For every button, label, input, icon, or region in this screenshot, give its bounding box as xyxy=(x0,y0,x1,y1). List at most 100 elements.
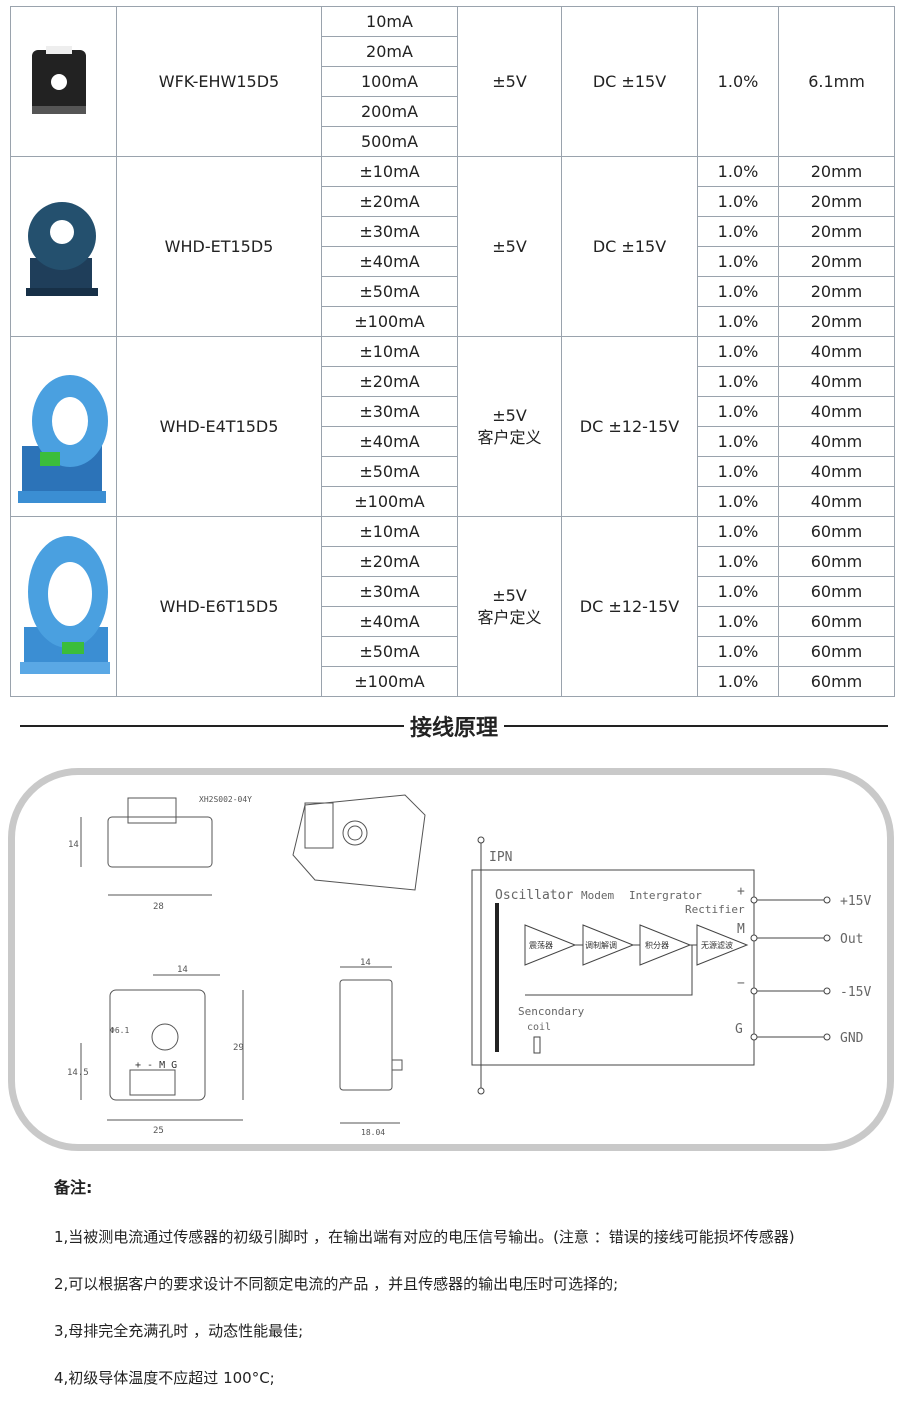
range-cell: ±50mA xyxy=(321,636,458,667)
aperture-cell: 40mm xyxy=(778,396,895,427)
dim: 14.5 xyxy=(67,1068,89,1078)
dim: 29 xyxy=(233,1043,244,1053)
output-note: 客户定义 xyxy=(477,427,542,447)
accuracy-cell: 1.0% xyxy=(697,456,779,487)
aperture-cell: 40mm xyxy=(778,366,895,397)
top-view-drawing: 14 29 14.5 25 Φ6.1 + - M G xyxy=(67,965,244,1136)
accuracy-cell: 1.0% xyxy=(697,516,779,547)
product-image-ehw xyxy=(32,46,86,114)
supply-cell: DC ±12-15V xyxy=(561,336,698,517)
label: Rectifier xyxy=(685,903,745,916)
table-row: ±100mA 1.0%20mm xyxy=(11,306,895,337)
range-cell: ±100mA xyxy=(321,306,458,337)
dim: 25 xyxy=(153,1126,164,1136)
aperture-cell: 20mm xyxy=(778,156,895,187)
range-cell: ±100mA xyxy=(321,486,458,517)
aperture-cell: 20mm xyxy=(778,276,895,307)
note-item: 1,当被测电流通过传感器的初级引脚时 ，在输出端有对应的电压信号输出。(注意 ：… xyxy=(54,1228,795,1246)
table-row: ±50mA 1.0%40mm xyxy=(11,456,895,487)
range-cell: 20mA xyxy=(321,36,458,67)
accuracy-cell: 1.0% xyxy=(697,636,779,667)
block: 无源滤波 xyxy=(701,940,733,950)
range-cell: ±50mA xyxy=(321,276,458,307)
output-note: 客户定义 xyxy=(477,607,542,627)
accuracy-cell: 1.0% xyxy=(697,486,779,517)
aperture-cell: 6.1mm xyxy=(778,6,895,157)
accuracy-cell: 1.0% xyxy=(697,666,779,697)
range-cell: ±40mA xyxy=(321,246,458,277)
dim: 18.04 xyxy=(361,1128,385,1137)
section-title: 接线原理 xyxy=(403,716,504,741)
connector-label: XH2S002-04Y xyxy=(199,795,252,804)
wiring-diagram-panel: 14 28 XH2S002-04Y 14 29 14.5 25 Φ6.1 + -… xyxy=(8,768,894,1151)
model-cell: WHD-E4T15D5 xyxy=(116,336,322,517)
table-row: 200mA xyxy=(11,96,895,127)
output-value: ±5V xyxy=(492,71,527,91)
accuracy-cell: 1.0% xyxy=(697,366,779,397)
accuracy-cell: 1.0% xyxy=(697,216,779,247)
notes: 备注: 1,当被测电流通过传感器的初级引脚时 ，在输出端有对应的电压信号输出。(… xyxy=(54,1174,795,1414)
supply-cell: DC ±15V xyxy=(561,156,698,337)
iso-view-drawing xyxy=(292,794,426,891)
note-item: 4,初级导体温度不应超过 100°C; xyxy=(54,1369,275,1387)
side-view-drawing: 14 18.04 xyxy=(339,958,403,1137)
range-cell: ±40mA xyxy=(321,606,458,637)
range-cell: ±10mA xyxy=(321,156,458,187)
aperture-cell: 60mm xyxy=(778,576,895,607)
model-cell: WFK-EHW15D5 xyxy=(116,6,322,157)
range-cell: ±20mA xyxy=(321,186,458,217)
product-image-e6t xyxy=(20,536,110,674)
block: 调制解调 xyxy=(585,940,617,950)
product-image-e4t xyxy=(18,375,108,503)
aperture-cell: 20mm xyxy=(778,306,895,337)
accuracy-cell: 1.0% xyxy=(697,306,779,337)
range-cell: 500mA xyxy=(321,126,458,157)
model-cell: WHD-E6T15D5 xyxy=(116,516,322,697)
ipn-label: IPN xyxy=(489,850,512,865)
block: 震荡器 xyxy=(529,940,553,950)
schematic: IPN Oscillator Modem Intergrator Rectifi… xyxy=(471,836,871,1095)
terminal: GND xyxy=(840,1031,864,1046)
terminal: -15V xyxy=(840,985,871,1000)
label: Modem xyxy=(581,889,614,902)
pin: M xyxy=(737,922,745,937)
supply-cell: DC ±15V xyxy=(561,6,698,157)
aperture-cell: 40mm xyxy=(778,456,895,487)
block: 积分器 xyxy=(645,940,669,950)
model-cell: WHD-ET15D5 xyxy=(116,156,322,337)
range-cell: 100mA xyxy=(321,66,458,97)
terminal: +15V xyxy=(840,894,871,909)
range-cell: ±10mA xyxy=(321,336,458,367)
range-cell: ±40mA xyxy=(321,426,458,457)
dim: 14 xyxy=(360,958,371,968)
section-heading: 接线原理 xyxy=(20,708,888,742)
notes-heading: 备注: xyxy=(54,1178,93,1197)
range-cell: ±50mA xyxy=(321,456,458,487)
range-cell: ±10mA xyxy=(321,516,458,547)
output-value: ±5V xyxy=(492,585,527,605)
pin: G xyxy=(735,1022,743,1037)
note-item: 3,母排完全充满孔时 ，动态性能最佳; xyxy=(54,1322,304,1340)
dim: Φ6.1 xyxy=(110,1026,129,1035)
aperture-cell: 20mm xyxy=(778,216,895,247)
output-cell: ±5V xyxy=(457,6,562,157)
accuracy-cell: 1.0% xyxy=(697,246,779,277)
output-value: ±5V xyxy=(492,236,527,256)
note-item: 2,可以根据客户的要求设计不同额定电流的产品 ，并且传感器的输出电压时可选择的; xyxy=(54,1275,619,1293)
aperture-cell: 40mm xyxy=(778,426,895,457)
range-cell: 200mA xyxy=(321,96,458,127)
range-cell: ±30mA xyxy=(321,396,458,427)
dim-height: 14 xyxy=(68,840,79,850)
range-cell: ±100mA xyxy=(321,666,458,697)
label: Oscillator xyxy=(495,888,573,903)
label: Sencondary xyxy=(518,1005,585,1018)
